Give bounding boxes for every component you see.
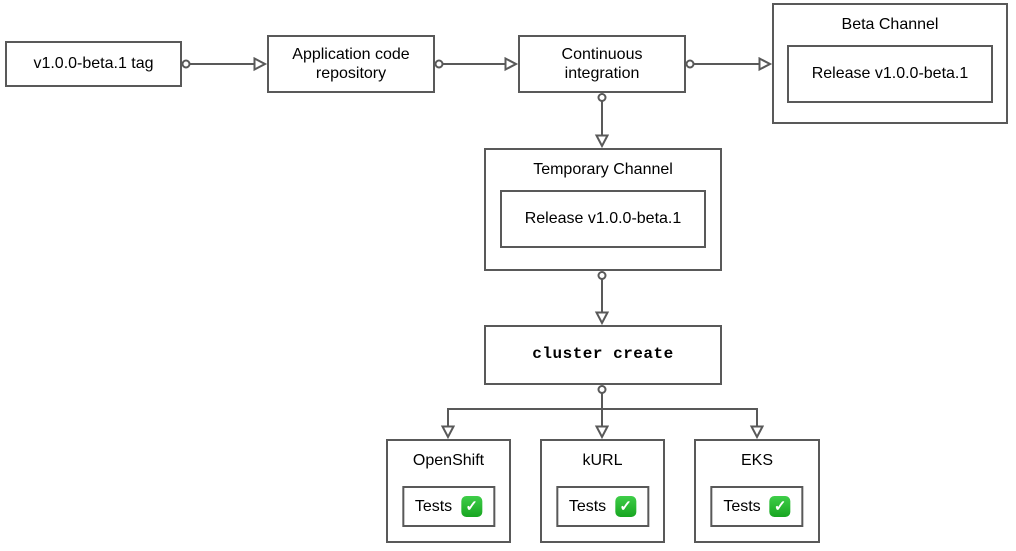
check-mark-button-icon: ✓ <box>615 496 637 517</box>
node-label: Continuous integration <box>561 45 643 82</box>
node-temporary-channel: Temporary Channel Release v1.0.0-beta.1 <box>484 148 722 271</box>
node-platform-eks: EKS Tests ✓ <box>694 439 820 543</box>
tests-box: Tests ✓ <box>555 486 650 527</box>
platform-title: EKS <box>740 452 773 469</box>
connector-cluster-to-openshift <box>448 408 602 437</box>
node-label: v1.0.0-beta.1 tag <box>33 55 154 73</box>
node-platform-kurl: kURL Tests ✓ <box>540 439 665 543</box>
container-title: Beta Channel <box>841 16 939 33</box>
node-platform-openshift: OpenShift Tests ✓ <box>386 439 511 543</box>
connector-source-dot <box>597 93 607 102</box>
node-cluster-create: cluster create <box>484 325 722 385</box>
node-label: cluster create <box>532 345 674 364</box>
check-mark-button-icon: ✓ <box>461 496 483 517</box>
tests-label: Tests <box>568 497 607 515</box>
platform-title: OpenShift <box>412 452 485 469</box>
connector-source-dot <box>597 271 607 280</box>
tests-label: Tests <box>723 497 761 515</box>
check-mark-button-icon: ✓ <box>769 496 791 517</box>
tests-box: Tests ✓ <box>710 486 804 527</box>
release-label: Release v1.0.0-beta.1 <box>524 210 682 227</box>
platform-title: kURL <box>582 452 623 469</box>
node-continuous-integration: Continuous integration <box>518 35 686 93</box>
connector-source-dot <box>685 59 695 69</box>
container-title: Temporary Channel <box>533 161 673 178</box>
connector-source-dot <box>181 59 191 69</box>
node-application-code-repository: Application code repository <box>267 35 435 93</box>
connector-source-dot <box>597 385 607 394</box>
release-box: Release v1.0.0-beta.1 <box>787 45 993 103</box>
tests-label: Tests <box>414 497 453 515</box>
connector-source-dot <box>434 59 444 69</box>
tests-box: Tests ✓ <box>401 486 496 527</box>
connector-cluster-to-eks <box>602 408 757 437</box>
release-box: Release v1.0.0-beta.1 <box>500 190 706 248</box>
release-label: Release v1.0.0-beta.1 <box>811 65 969 82</box>
node-beta-channel: Beta Channel Release v1.0.0-beta.1 <box>772 3 1008 124</box>
node-label: Application code repository <box>292 45 410 82</box>
node-version-tag: v1.0.0-beta.1 tag <box>5 41 182 87</box>
